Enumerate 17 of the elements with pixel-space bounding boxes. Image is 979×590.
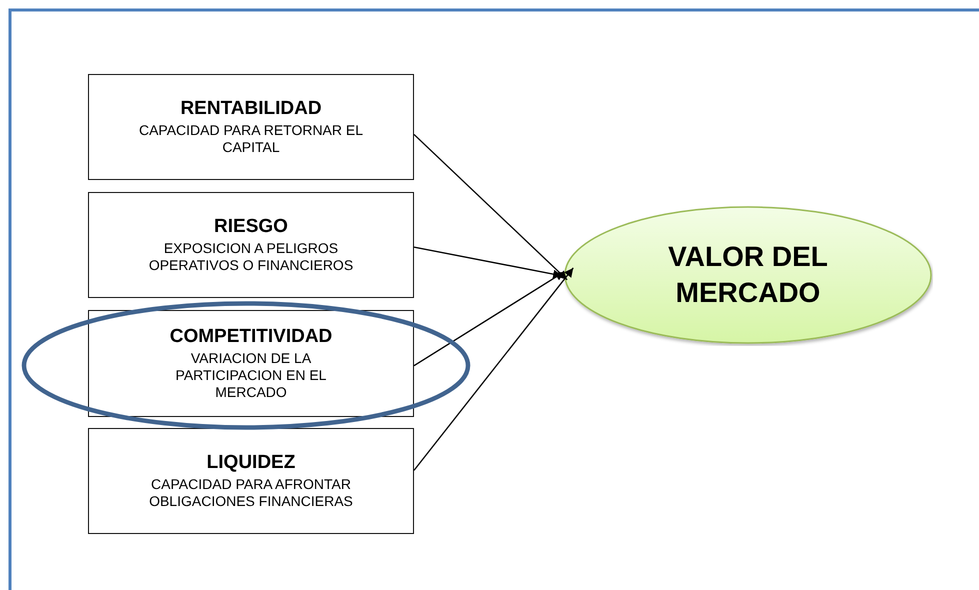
arrow [414,271,565,366]
node-description: CAPACIDAD PARA AFRONTAR OBLIGACIONES FINANCIERAS [148,476,354,510]
factor-box [88,192,414,298]
factor-box [88,428,414,534]
node-description: CAPACIDAD PARA RETORNAR EL CAPITAL [138,122,364,156]
factor-box [88,310,414,417]
result-ellipse [563,204,933,346]
node-title: RENTABILIDAD [180,98,322,120]
node-description: VARIACION DE LA PARTICIPACION EN EL MERCADO [174,350,328,401]
node-title: RIESGO [214,216,288,238]
node-title: LIQUIDEZ [206,452,296,474]
arrow [414,134,568,280]
node-description: EXPOSICION A PELIGROS OPERATIVOS O FINANCIEROS [148,240,354,274]
node-title: COMPETITIVIDAD [170,326,332,348]
factor-box [88,74,414,180]
node-title: VALOR DEL MERCADO [667,240,829,310]
arrow [413,268,574,471]
